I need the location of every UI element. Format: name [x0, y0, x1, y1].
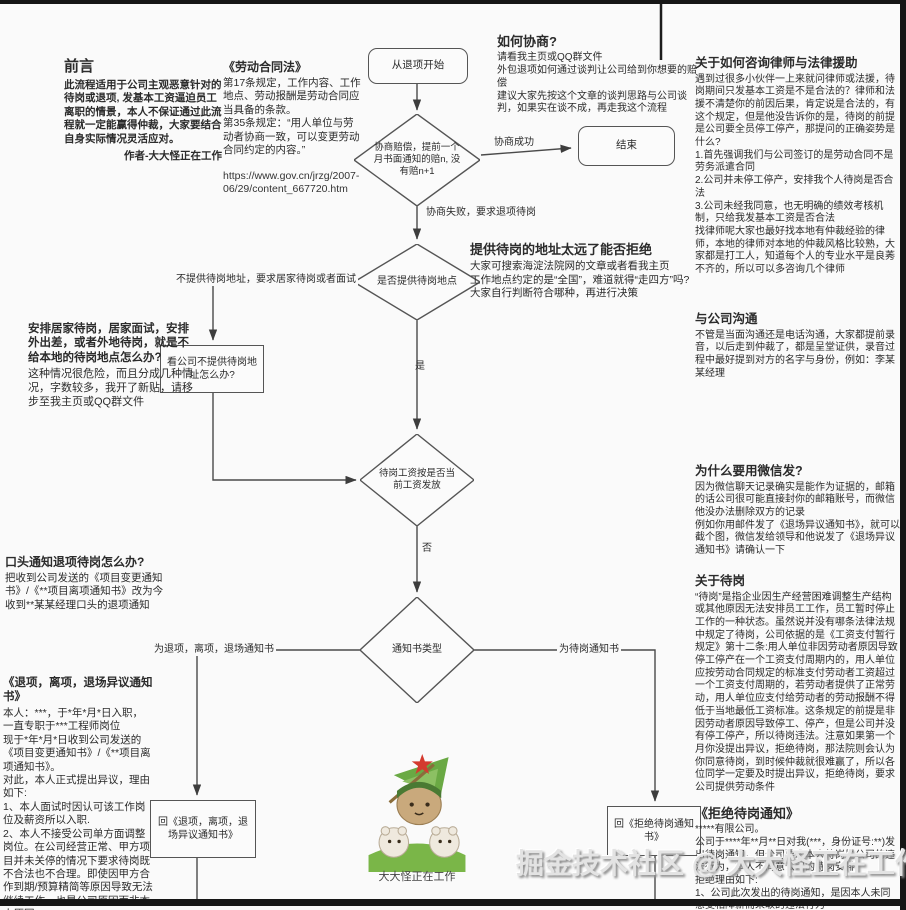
note-refuse-notice: 《拒绝待岗通知》 *****有限公司。 公司于****年**月**日对我(***… [695, 806, 900, 910]
note-verbal-notice: 口头通知退项待岗怎么办? 把收到公司发送的《项目变更通知书》/《**项目离项通知… [5, 555, 173, 612]
edge-label-no-location: 不提供待岗地址，要求居家待岗或者面试 [174, 274, 358, 286]
diamond-shape [354, 244, 480, 320]
diamond-shape [354, 114, 480, 206]
note-preface-author: 作者-大大怪正在工作 [124, 149, 222, 162]
note-lawyer-help: 关于如何咨询律师与法律援助 遇到过很多小伙伴一上来就问律师或法援，待岗期间只发基… [695, 56, 900, 277]
decision-salary: 待岗工资按是否当前工资发放 [360, 434, 474, 526]
reply-objection-box-label: 回《退项，离项，退场异议通知书》 [158, 817, 248, 841]
reply-refuse-box-label: 回《拒绝待岗通知书》 [614, 819, 694, 843]
start-node: 从退项开始 [368, 48, 468, 84]
note-refuse-notice-title: 《拒绝待岗通知》 [695, 806, 800, 821]
no-location-box-label: 看公司不提供待岗地址怎么办? [167, 357, 257, 381]
note-about-standby-body: “待岗”是指企业因生产经营困难调整生产结构或其他原因无法安排员工工作，员工暂时停… [695, 591, 898, 793]
decision-negotiate-label: 协商赔偿，提前一个月书面通知的赔n, 没有赔n+1 [373, 142, 461, 177]
decision-location-label: 是否提供待岗地点 [377, 275, 457, 287]
decision-negotiate: 协商赔偿，提前一个月书面通知的赔n, 没有赔n+1 [354, 114, 480, 206]
note-why-wechat: 为什么要用微信发? 因为微信聊天记录确实是能作为证据的，邮箱的话公司很可能直接封… [695, 464, 900, 558]
note-home-standby-body: 这种情况很危险，而且分成几种情况，字数较多，我开了新贴，请移步至我主页或QQ群文… [28, 368, 193, 409]
no-location-box: 看公司不提供待岗地址怎么办? [160, 345, 264, 393]
note-labor-law: 《劳动合同法》 第17条规定，工作内容、工作地点、劳动报酬是劳动合同应当具备的条… [223, 60, 361, 197]
edge-label-notice-right: 为待岗通知书 [557, 644, 621, 656]
reply-refuse-box: 回《拒绝待岗通知书》 [607, 806, 701, 856]
edge-label-yes: 是 [415, 361, 425, 372]
note-verbal-notice-title: 口头通知退项待岗怎么办? [5, 555, 145, 569]
note-too-far-title: 提供待岗的地址太远了能否拒绝 [470, 242, 653, 257]
reply-objection-box: 回《退项，离项，退场异议通知书》 [150, 800, 256, 858]
note-refuse-notice-body: *****有限公司。 公司于****年**月**日对我(***，身份证号:**)… [695, 824, 896, 910]
decision-salary-label: 待岗工资按是否当前工资发放 [378, 468, 455, 491]
diamond-shape [360, 597, 474, 703]
note-home-standby-title: 安排居家待岗，居家面试，安排外出差，或者外地待岗，就是不给本地的待岗地点怎么办? [28, 323, 189, 364]
decision-notice-type: 通知书类型 [360, 597, 474, 703]
note-why-wechat-title: 为什么要用微信发? [695, 464, 803, 478]
mascot-illustration [364, 754, 470, 877]
mascot-caption: 大大怪正在工作 [378, 871, 456, 883]
frame-right-border [900, 0, 906, 910]
end-node: 结束 [578, 126, 675, 166]
note-too-far: 提供待岗的地址太远了能否拒绝 大家可搜索海淀法院网的文章或者看我主页 工作地点约… [470, 242, 690, 301]
note-verbal-notice-body: 把收到公司发送的《项目变更通知书》/《**项目离项通知书》改为今收到**某某经理… [5, 572, 164, 611]
note-preface-title: 前言 [64, 58, 95, 75]
mascot-drawing [368, 754, 466, 872]
frame-bottom-border [0, 899, 906, 906]
frame-top-border [0, 0, 906, 4]
note-about-standby-title: 关于待岗 [695, 574, 746, 588]
labor-law-link[interactable]: https://www.gov.cn/jrzg/2007-06/29/conte… [223, 169, 360, 196]
edge-label-notice-left: 为退项，离项，退场通知书 [152, 644, 276, 656]
note-lawyer-help-title: 关于如何咨询律师与法律援助 [695, 56, 858, 70]
note-objection-letter-title: 《退项，离项，退场异议通知书》 [3, 677, 153, 704]
note-labor-law-title: 《劳动合同法》 [223, 60, 308, 74]
diamond-shape [360, 434, 474, 526]
edge-label-no: 否 [422, 543, 432, 554]
note-communicate-body: 不管是当面沟通还是电话沟通，大家都提前录音，以后走到仲裁了，都是呈堂证供，录音过… [695, 329, 895, 379]
note-home-standby: 安排居家待岗，居家面试，安排外出差，或者外地待岗，就是不给本地的待岗地点怎么办?… [28, 322, 196, 409]
decision-location: 是否提供待岗地点 [354, 244, 480, 320]
note-lawyer-help-body: 遇到过很多小伙伴一上来就问律师或法援，待岗期间只发基本工资是不是合法的？律师和法… [695, 73, 895, 275]
note-about-standby: 关于待岗 “待岗”是指企业因生产经营困难调整生产结构或其他原因无法安排员工工作，… [695, 574, 900, 795]
edge-label-success: 协商成功 [494, 137, 534, 148]
note-objection-letter-body: 本人：***，于*年*月*日入职，一直专职于***工程师岗位 现于*年*月*日收… [3, 706, 153, 910]
note-communicate: 与公司沟通 不管是当面沟通还是电话沟通，大家都提前录音，以后走到仲裁了，都是呈堂… [695, 312, 900, 380]
note-objection-letter: 《退项，离项，退场异议通知书》 本人：***，于*年*月*日入职，一直专职于**… [3, 676, 153, 910]
decision-notice-type-label: 通知书类型 [392, 643, 442, 655]
note-preface-body: 此流程适用于公司主观恶意针对的待岗或退项, 发基本工资逼迫员工离职的情景，本人不… [64, 78, 222, 145]
note-communicate-title: 与公司沟通 [695, 312, 758, 326]
note-preface: 前言 此流程适用于公司主观恶意针对的待岗或退项, 发基本工资逼迫员工离职的情景，… [64, 58, 222, 163]
note-how-to-negotiate-title: 如何协商? [497, 34, 557, 49]
start-node-label: 从退项开始 [391, 59, 445, 72]
edge-label-fail: 协商失败，要求退项待岗 [426, 207, 536, 218]
note-why-wechat-body: 因为微信聊天记录确实是能作为证据的，邮箱的话公司很可能直接封你的邮箱账号，而微信… [695, 481, 900, 557]
note-how-to-negotiate: 如何协商? 请看我主页或QQ群文件 外包退项如何通过谈判让公司给到你想要的赔偿 … [497, 34, 697, 116]
note-labor-law-body: 第17条规定，工作内容、工作地点、劳动报酬是劳动合同应当具备的条款。 第35条规… [223, 77, 361, 157]
note-too-far-body: 大家可搜索海淀法院网的文章或者看我主页 工作地点约定的是“全国”，难道就得“走四… [470, 260, 690, 300]
note-how-to-negotiate-body: 请看我主页或QQ群文件 外包退项如何通过谈判让公司给到你想要的赔偿 建议大家先按… [497, 52, 697, 115]
end-node-label: 结束 [616, 139, 637, 152]
